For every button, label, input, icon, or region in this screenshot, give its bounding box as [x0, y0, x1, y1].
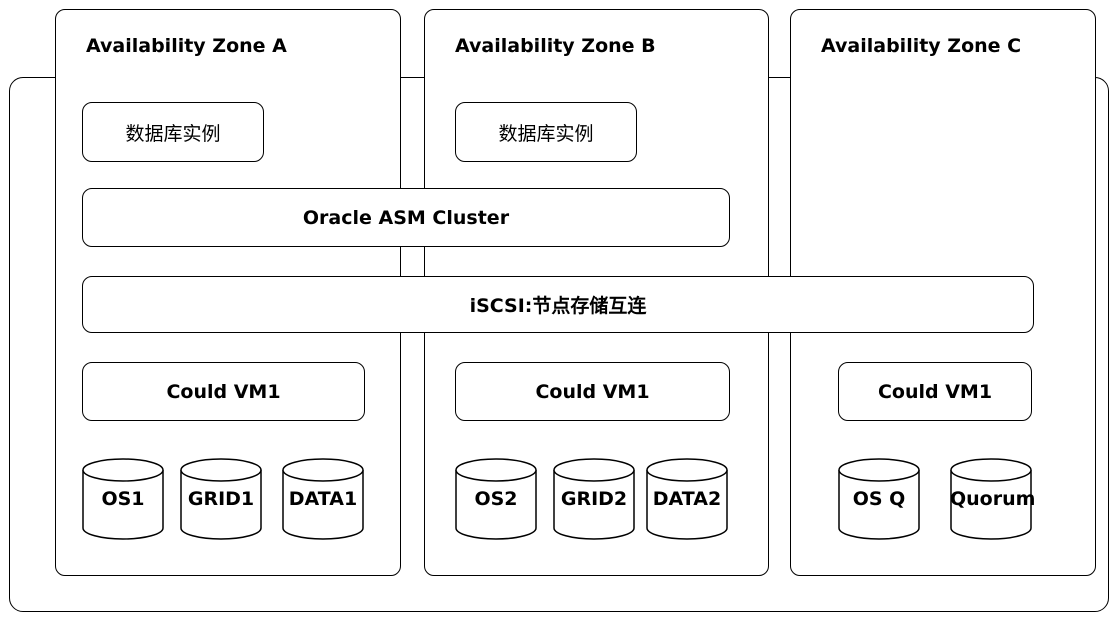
- cylinder-icon: [82, 458, 164, 540]
- cloud-vm-a: Could VM1: [82, 362, 365, 421]
- disk-os-q: OS Q: [838, 458, 920, 540]
- asm-cluster-bar: Oracle ASM Cluster: [82, 188, 730, 247]
- disk-os1: OS1: [82, 458, 164, 540]
- cylinder-icon: [950, 458, 1032, 540]
- zone-c-title: Availability Zone C: [821, 35, 1022, 57]
- disk-grid1: GRID1: [180, 458, 262, 540]
- iscsi-interconnect-bar: iSCSI:节点存储互连: [82, 276, 1034, 333]
- disk-data1: DATA1: [282, 458, 364, 540]
- disk-label: OS Q: [852, 488, 906, 510]
- db-instance-a: 数据库实例: [82, 102, 264, 162]
- cylinder-icon: [282, 458, 364, 540]
- disk-data2: DATA2: [646, 458, 728, 540]
- disk-label: Quorum: [950, 488, 1036, 510]
- disk-quorum: Quorum: [950, 458, 1036, 540]
- disk-label: DATA1: [288, 488, 358, 510]
- cylinder-icon: [646, 458, 728, 540]
- cylinder-icon: [553, 458, 635, 540]
- cloud-vm-b: Could VM1: [455, 362, 730, 421]
- cylinder-icon: [838, 458, 920, 540]
- disk-grid2: GRID2: [553, 458, 635, 540]
- disk-label: DATA2: [652, 488, 722, 510]
- disk-label: GRID1: [187, 488, 255, 510]
- db-instance-b: 数据库实例: [455, 102, 637, 162]
- disk-label: GRID2: [560, 488, 628, 510]
- zone-a-title: Availability Zone A: [86, 35, 287, 57]
- zone-b-title: Availability Zone B: [455, 35, 656, 57]
- disk-label: OS1: [101, 488, 145, 510]
- cylinder-icon: [455, 458, 537, 540]
- cylinder-icon: [180, 458, 262, 540]
- cloud-vm-c: Could VM1: [838, 362, 1032, 421]
- disk-os2: OS2: [455, 458, 537, 540]
- disk-label: OS2: [474, 488, 518, 510]
